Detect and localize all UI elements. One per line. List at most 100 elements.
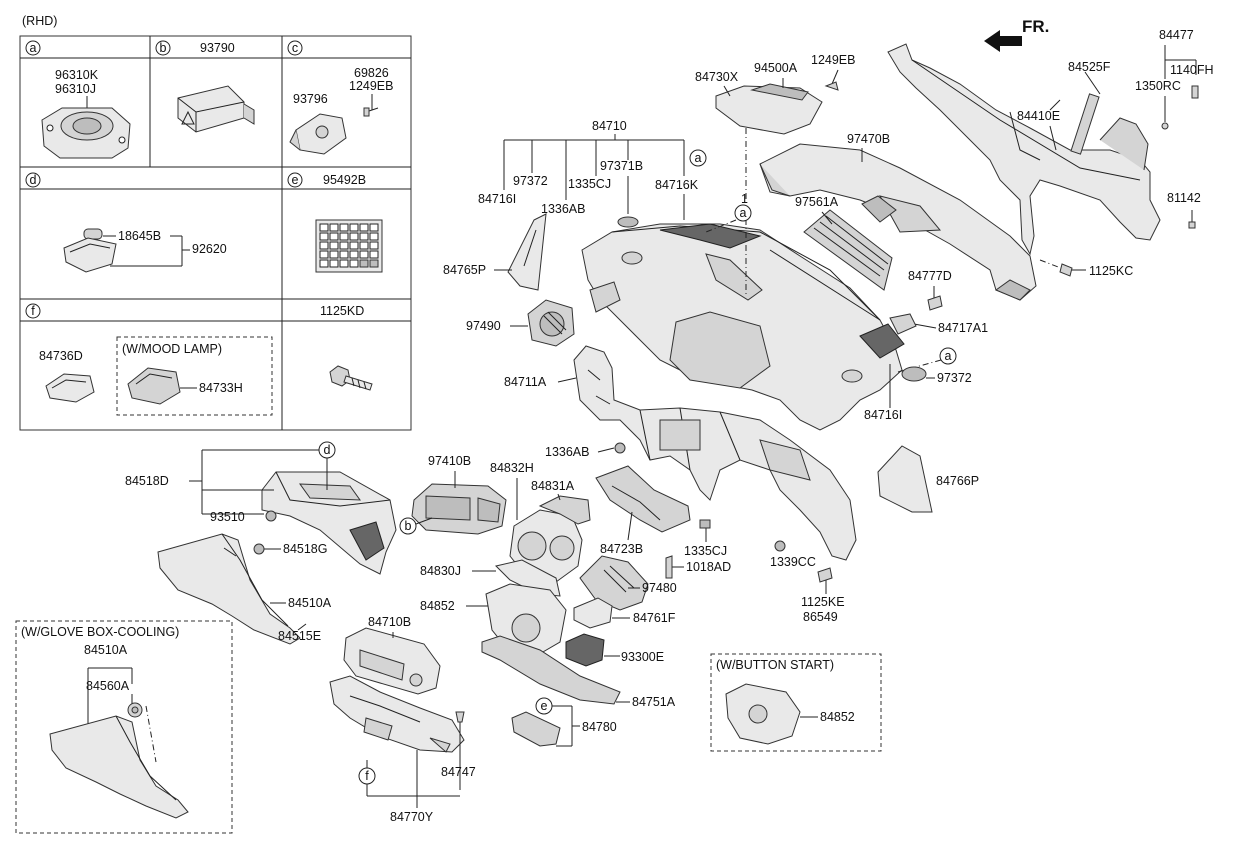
trim-84761F-drawing	[573, 597, 613, 629]
center-vent-97410B-drawing	[411, 483, 507, 535]
clip-97371B-drawing	[617, 216, 639, 228]
vent-97480-drawing	[579, 555, 649, 611]
callout-84710: 84710	[592, 119, 627, 133]
inset-column-cover-drawing	[725, 683, 801, 745]
callout-1335CJ-lower: 1335CJ	[684, 544, 727, 558]
ref-circle-a-mid	[734, 204, 752, 222]
svg-text:a: a	[945, 349, 952, 363]
callout-84716K: 84716K	[655, 178, 699, 192]
svg-text:b: b	[405, 519, 412, 533]
fuse-grid-cell	[329, 250, 339, 259]
part-93796: 93796	[293, 92, 328, 106]
callout-84525F: 84525F	[1068, 60, 1111, 74]
callout-84723B: 84723B	[600, 542, 643, 556]
callout-93510: 93510	[210, 510, 245, 524]
fuse-grid-cell	[359, 223, 369, 232]
svg-text:a: a	[740, 206, 747, 220]
legend-cell-f: f 84736D (W/MOOD LAMP) 84733H	[25, 303, 273, 416]
callout-1335CJ-top: 1335CJ	[568, 177, 611, 191]
fuse-grid-cell	[339, 241, 349, 250]
button-start-inset	[710, 653, 882, 752]
callout-86549: 86549	[803, 610, 838, 624]
callout-81142: 81142	[1167, 191, 1201, 205]
svg-text:f: f	[31, 304, 35, 318]
callout-84831A: 84831A	[531, 479, 575, 493]
callout-84716I-right: 84716I	[864, 408, 902, 422]
front-direction-indicator: FR.	[984, 17, 1049, 52]
fuse-grid-cell	[369, 232, 379, 241]
callout-84770Y: 84770Y	[390, 810, 434, 824]
callout-84510A: 84510A	[288, 596, 332, 610]
svg-text:c: c	[292, 41, 298, 55]
mood-lamp-option-label: (W/MOOD LAMP)	[122, 342, 222, 356]
fuse-grid-cell	[329, 232, 339, 241]
callout-84777D: 84777D	[908, 269, 952, 283]
bracket-84723B-drawing	[595, 465, 691, 533]
bracket-94500A-drawing	[750, 83, 809, 101]
mounting-bracket-84711A-drawing	[573, 345, 857, 561]
callout-84761F: 84761F	[633, 611, 676, 625]
fuse-grid-cell	[359, 241, 369, 250]
fr-label: FR.	[1022, 17, 1049, 36]
inset-glove-box-drawing	[49, 702, 189, 819]
callout-84766P: 84766P	[936, 474, 979, 488]
fuse-grid-cell	[339, 259, 349, 268]
lamp-84736D-drawing	[45, 373, 95, 403]
inset-callout-84852: 84852	[820, 710, 855, 724]
callout-84518D: 84518D	[125, 474, 169, 488]
part-96310K: 96310K	[55, 68, 99, 82]
glove-box-cooling-title: (W/GLOVE BOX-COOLING)	[21, 625, 179, 639]
glove-box-84510A-drawing	[157, 533, 301, 645]
part-93790: 93790	[200, 41, 235, 55]
ref-circle-a-top	[689, 149, 707, 167]
ref-letter-a: a	[30, 41, 37, 55]
fuse-grid-cell	[359, 259, 369, 268]
callout-1336AB-top: 1336AB	[541, 202, 585, 216]
fuse-grid-cell	[339, 232, 349, 241]
svg-text:e: e	[292, 173, 299, 187]
svg-text:e: e	[541, 699, 548, 713]
part-84733H: 84733H	[199, 381, 243, 395]
fuse-grid-cell	[349, 223, 359, 232]
part-84736D: 84736D	[39, 349, 83, 363]
cluster-hood-84830J-drawing	[495, 559, 561, 597]
fuse-label-drawing	[315, 219, 383, 273]
fuse-grid-cell	[369, 259, 379, 268]
svg-text:d: d	[324, 443, 331, 457]
callout-84830J: 84830J	[420, 564, 461, 578]
callout-1336AB-lower: 1336AB	[545, 445, 589, 459]
fuse-grid-cell	[359, 232, 369, 241]
fuse-grid-cell	[339, 250, 349, 259]
speaker-unit-drawing	[41, 107, 131, 159]
callout-1125KC: 1125KC	[1089, 264, 1133, 278]
fuse-grid-cell	[319, 223, 329, 232]
fuse-grid-cell	[329, 259, 339, 268]
part-69826: 69826	[354, 66, 389, 80]
inset-callout-84560A: 84560A	[86, 679, 130, 693]
callout-1018AD: 1018AD	[686, 560, 731, 574]
fuse-grid-cell	[369, 241, 379, 250]
variant-label: (RHD)	[22, 14, 57, 28]
fuse-grid-cell	[349, 250, 359, 259]
ref-circle-b	[399, 517, 417, 535]
side-vent-97490-drawing	[527, 299, 575, 347]
callout-1249EB: 1249EB	[811, 53, 855, 67]
map-lamp-drawing	[63, 228, 117, 273]
fuse-grid-cell	[319, 241, 329, 250]
callout-1125KE: 1125KE	[801, 595, 845, 609]
side-cover-84766P-drawing	[877, 445, 933, 513]
part-96310J: 96310J	[55, 82, 96, 96]
fuse-grid-cell	[359, 250, 369, 259]
legend-table	[19, 35, 412, 431]
callout-84710B: 84710B	[368, 615, 411, 629]
part-1125KD: 1125KD	[320, 304, 364, 318]
lower-trim-84751A-drawing	[481, 635, 621, 705]
lower-panel-84518D-drawing	[261, 471, 397, 575]
legend-cell-b: b 93790	[155, 40, 255, 133]
svg-text:d: d	[30, 173, 37, 187]
callout-97372-right: 97372	[937, 371, 972, 385]
crash-pad-drawing	[581, 223, 905, 431]
fuse-grid-cell	[329, 241, 339, 250]
callout-84711A: 84711A	[504, 375, 547, 389]
